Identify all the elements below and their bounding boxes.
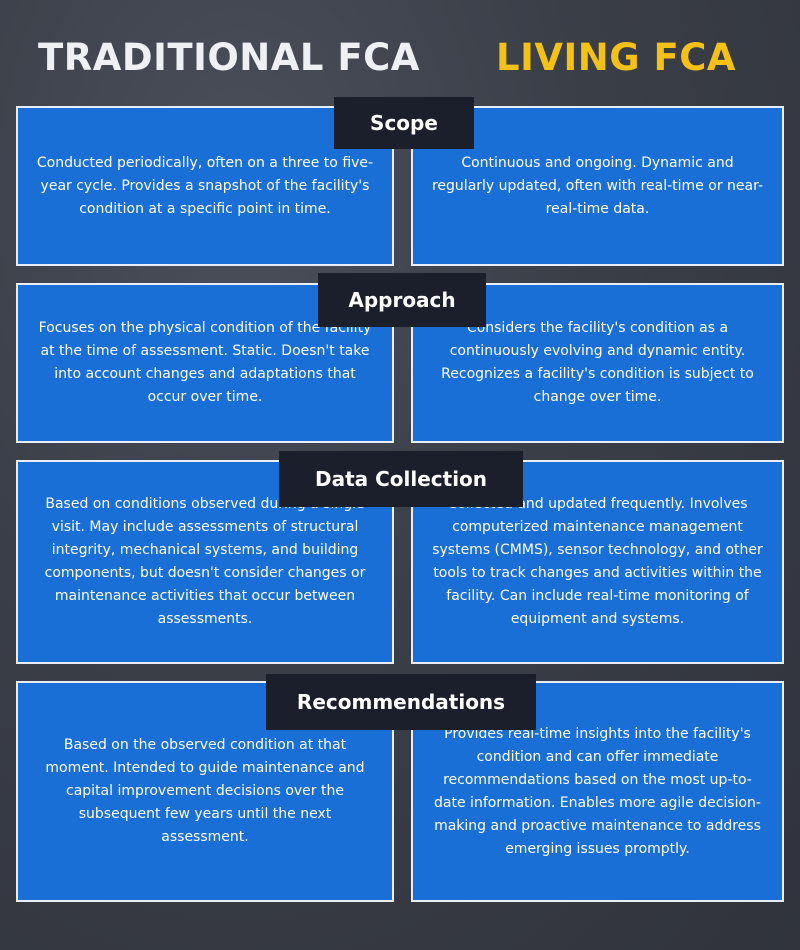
scope-label: Scope xyxy=(334,97,474,149)
data-collection-living-box: Collected and updated frequently. Involv… xyxy=(411,460,784,664)
approach-living-text: Considers the facility's condition as a … xyxy=(441,320,754,405)
recommendations-traditional-text: Based on the observed condition at that … xyxy=(45,737,365,845)
data-collection-living-text: Collected and updated frequently. Involv… xyxy=(432,496,763,627)
scope-traditional-text: Conducted periodically, often on a three… xyxy=(36,154,374,217)
approach-label: Approach xyxy=(318,273,486,327)
approach-traditional-box: Focuses on the physical condition of the… xyxy=(16,283,394,443)
approach-living-box: Considers the facility's condition as a … xyxy=(411,283,784,443)
approach-traditional-text: Focuses on the physical condition of the… xyxy=(38,320,372,405)
living-fca-title: LIVING FCA xyxy=(496,36,737,79)
recommendations-label: Recommendations xyxy=(266,674,536,730)
traditional-fca-title: TRADITIONAL FCA xyxy=(38,36,420,79)
scope-traditional-box: Conducted periodically, often on a three… xyxy=(16,106,394,266)
data-collection-label: Data Collection xyxy=(279,451,523,507)
scope-living-box: Continuous and ongoing. Dynamic and regu… xyxy=(411,106,784,266)
scope-living-text: Continuous and ongoing. Dynamic and regu… xyxy=(431,154,764,217)
data-collection-traditional-text: Based on conditions observed during a si… xyxy=(44,496,366,627)
recommendations-living-text: Provides real-time insights into the fac… xyxy=(434,725,761,857)
